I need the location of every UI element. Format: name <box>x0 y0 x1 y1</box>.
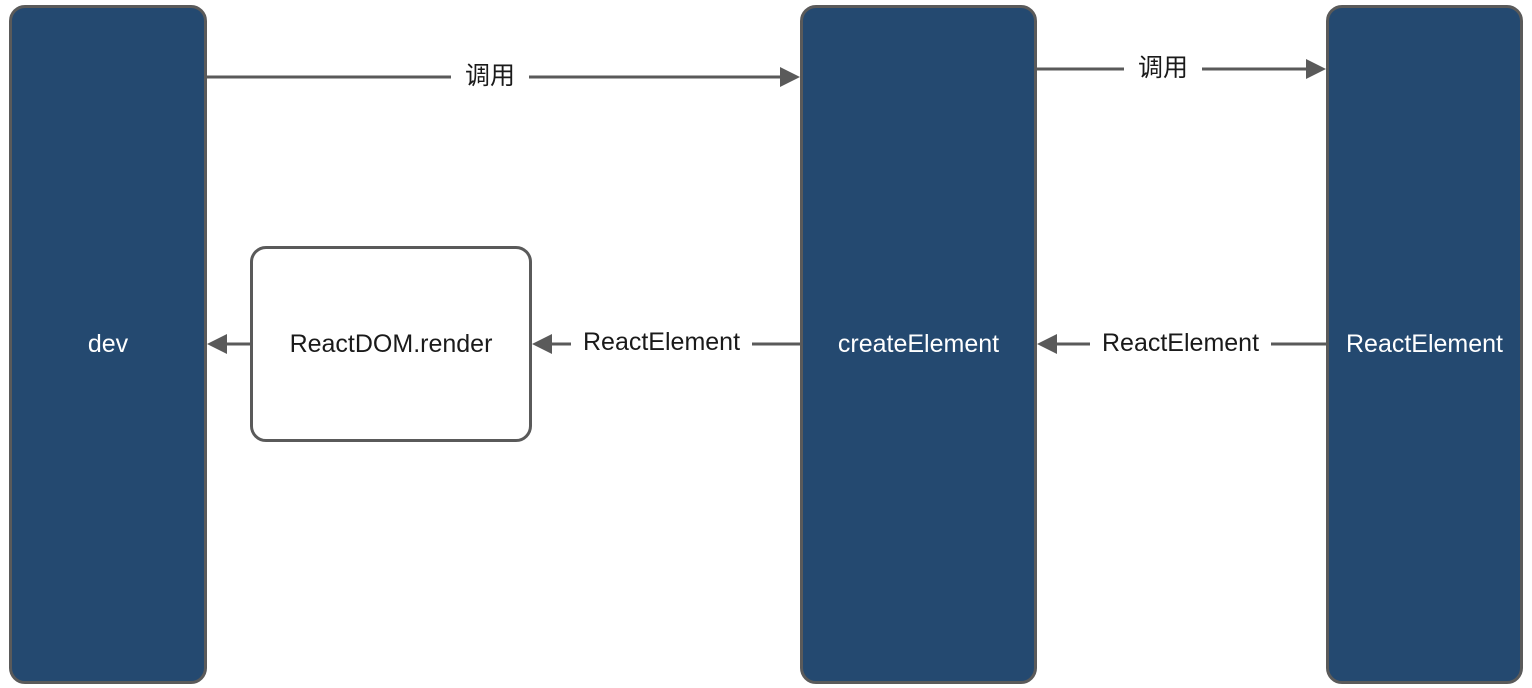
edge-label-return-2: ReactElement <box>1090 328 1272 358</box>
arrowhead-call-2 <box>1306 59 1326 79</box>
edge-label-return-1: ReactElement <box>571 327 753 357</box>
lane-dev: dev <box>9 5 207 684</box>
node-reactdom-render: ReactDOM.render <box>250 246 532 442</box>
lane-create-element: createElement <box>800 5 1037 684</box>
edge-label-call-1: 调用 <box>451 61 530 91</box>
lane-create-element-label: createElement <box>837 330 1000 358</box>
lane-dev-label: dev <box>87 330 129 358</box>
lane-react-element-label: ReactElement <box>1345 330 1504 358</box>
arrowhead-call-1 <box>780 67 800 87</box>
node-reactdom-render-label: ReactDOM.render <box>289 329 493 358</box>
lane-react-element: ReactElement <box>1326 5 1523 684</box>
arrowhead-return-2 <box>1037 334 1057 354</box>
edge-label-call-2: 调用 <box>1124 53 1203 83</box>
arrowhead-return-1 <box>532 334 552 354</box>
arrowhead-render-to-dev <box>207 334 227 354</box>
